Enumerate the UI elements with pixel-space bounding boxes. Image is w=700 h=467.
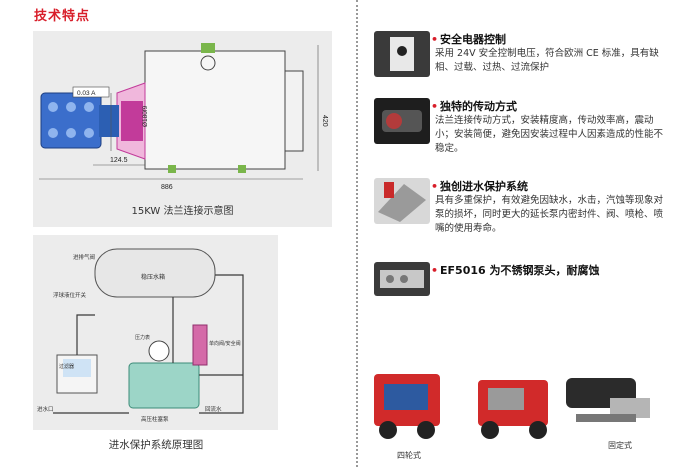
- product-label: 四轮式: [397, 451, 421, 460]
- four-wheel-unit-image: [374, 374, 440, 439]
- feature-title: 独创进水保护系统: [431, 178, 528, 194]
- feature-desc: 法兰连接传动方式，安装精度高，传动效率高，震动小；安装简便，避免因安装过程中人因…: [435, 115, 664, 154]
- filter-label: 过滤器: [59, 363, 74, 370]
- control-panel-icon: [374, 31, 430, 77]
- float-label: 浮球液位开关: [53, 291, 87, 299]
- section-heading: 技术特点: [34, 9, 91, 24]
- feature-item: EF5016 为不锈钢泵头，耐腐蚀: [374, 262, 674, 296]
- vent-label: 进排气阀: [73, 253, 95, 261]
- feature-desc: 采用 24V 安全控制电压，符合欧洲 CE 标准，具有缺相、过载、过热、过流保护: [435, 48, 659, 73]
- flange-diagram-caption: 15KW 法兰连接示意图: [131, 206, 234, 217]
- water-protection-diagram: 稳压水箱 进排气阀 浮球液位开关 过滤器 进水口 高压柱塞泵 回流水 单向阀/安…: [37, 248, 244, 423]
- trolley-unit-image: [478, 380, 548, 439]
- feature-item: 独创进水保护系统 具有多重保护，有效避免因缺水，水击，汽蚀等现象对泵的损坏，同时…: [374, 178, 674, 238]
- height-label: 420: [321, 115, 328, 127]
- flange-drive-icon: [374, 98, 430, 144]
- water-protection-icon: [374, 178, 430, 224]
- flange-diagram: 0.03 A Ø180f9 124.5 886 420: [39, 43, 328, 191]
- tank-label: 稳压水箱: [141, 273, 165, 281]
- feature-title: 安全电器控制: [431, 31, 506, 47]
- ref-a-label: 0.03 A: [77, 90, 96, 97]
- diameter-label: Ø180f9: [142, 105, 149, 127]
- fixed-unit-image: [566, 378, 650, 422]
- pump-label: 高压柱塞泵: [141, 415, 169, 423]
- pump-head-icon: [374, 262, 430, 296]
- valve-label: 单向阀/安全阀: [209, 340, 241, 347]
- flange-diagram-panel: 0.03 A Ø180f9 124.5 886 420 15KW 法兰连接示意图: [33, 31, 332, 227]
- feature-item: 安全电器控制 采用 24V 安全控制电压，符合欧洲 CE 标准，具有缺相、过载、…: [374, 31, 674, 91]
- feature-title: 独特的传动方式: [431, 98, 517, 114]
- water-protection-diagram-panel: 稳压水箱 进排气阀 浮球液位开关 过滤器 进水口 高压柱塞泵 回流水 单向阀/安…: [33, 235, 278, 430]
- return-water-label: 回流水: [205, 405, 222, 413]
- feature-title: EF5016 为不锈钢泵头，耐腐蚀: [431, 262, 599, 278]
- short-length-label: 124.5: [110, 157, 128, 164]
- total-length-label: 886: [161, 184, 173, 191]
- product-label: 固定式: [608, 441, 632, 450]
- water-protection-caption: 进水保护系统原理图: [108, 439, 204, 451]
- feature-desc: 具有多重保护，有效避免因缺水，水击，汽蚀等现象对泵的损坏，同时更大的延长泵内密封…: [435, 195, 664, 234]
- inlet-label: 进水口: [37, 405, 54, 413]
- gauge-label: 压力表: [135, 334, 150, 341]
- product-photos: [374, 374, 650, 439]
- column-divider: [356, 0, 358, 467]
- feature-item: 独特的传动方式 法兰连接传动方式，安装精度高，传动效率高，震动小；安装简便，避免…: [374, 98, 674, 158]
